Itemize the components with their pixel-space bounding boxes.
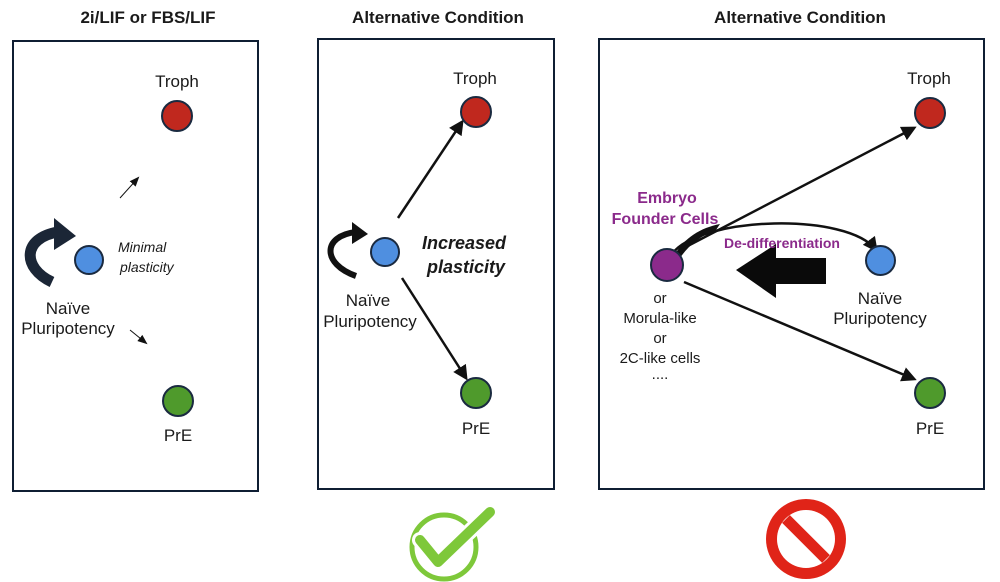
panel3-naive-label-line2: Pluripotency — [833, 309, 927, 328]
panel1-minimal-plasticity-line1: Minimal — [118, 239, 167, 255]
panel3-alt-2c: 2C-like cells — [619, 350, 701, 367]
panel3-alt-or-1: or — [653, 290, 667, 307]
panel2-naive-label-line2: Pluripotency — [323, 312, 417, 331]
panel2-pre-label: PrE — [461, 419, 491, 438]
panel1-naive-cell — [74, 245, 104, 275]
panel3-arrow-to-pre — [683, 280, 917, 382]
panel3-dedifferentiation-arrow — [736, 244, 826, 298]
panel1-troph-label: Troph — [155, 72, 199, 91]
panel1-title: 2i/LIF or FBS/LIF — [80, 8, 216, 27]
panel1-troph-cell — [161, 100, 193, 132]
panel3-alt-ellipsis: .... — [651, 366, 669, 383]
panel1-minimal-plasticity-line2: plasticity — [120, 259, 174, 275]
panel2-troph-cell — [460, 96, 492, 128]
panel2-title: Alternative Condition — [352, 8, 524, 27]
panel2-naive-label-line1: Naïve — [345, 291, 391, 310]
panel2-arrow-to-pre — [400, 277, 468, 381]
panel1-naive-label-line1: Naïve — [45, 299, 91, 318]
panel2-arrow-to-troph — [396, 119, 464, 219]
panel3-alt-morula: Morula-like — [623, 310, 697, 327]
panel3-alt-or-2: or — [653, 330, 667, 347]
panel2-increased-plasticity-line2: plasticity — [426, 257, 506, 277]
panel1-pre-label: PrE — [163, 426, 193, 445]
panel2-self-renewal-arrow — [327, 222, 368, 279]
panel3-naive-label-line1: Naïve — [857, 289, 903, 308]
panel1-self-renewal-arrow — [24, 218, 76, 287]
panel1-pre-cell — [162, 385, 194, 417]
panel3-pre-label: PrE — [915, 419, 945, 438]
panel2-pre-cell — [460, 377, 492, 409]
panel3-troph-cell — [914, 97, 946, 129]
panel3-title: Alternative Condition — [714, 8, 886, 27]
panel1-arrow-to-troph — [119, 176, 140, 199]
panel2-increased-plasticity-line1: Increased — [421, 233, 507, 253]
panel2-troph-label: Troph — [453, 69, 497, 88]
panel3-founder-label-line2: Founder Cells — [611, 211, 719, 228]
panel3-naive-cell — [865, 245, 896, 276]
panel2-naive-cell — [370, 237, 400, 267]
panel3-troph-label: Troph — [907, 69, 951, 88]
panel1-arrow-to-pre — [129, 329, 148, 345]
panel2-frame — [317, 38, 555, 490]
panel3-founder-label-line1: Embryo — [637, 190, 697, 207]
panel3-pre-cell — [914, 377, 946, 409]
panel3-founder-cell — [650, 248, 684, 282]
panel3-dedifferentiation-label: De-differentiation — [724, 235, 840, 251]
panel1-frame — [12, 40, 259, 492]
panel1-naive-label-line2: Pluripotency — [21, 319, 115, 338]
